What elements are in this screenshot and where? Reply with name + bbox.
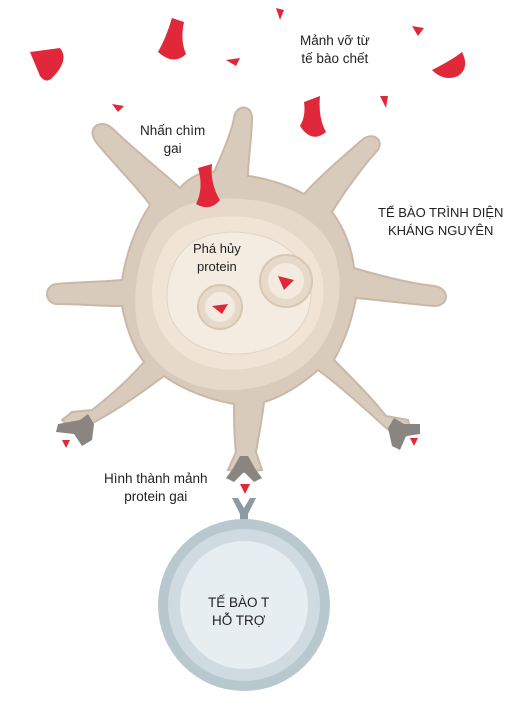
spike-fragment-9 <box>112 104 124 112</box>
t-cell-inner <box>180 541 308 669</box>
label-engulf-spikes: Nhấn chìm gai <box>140 123 206 156</box>
presented-fragment-bottom <box>240 484 250 494</box>
mhc-receptors <box>56 414 420 494</box>
spike-fragment-2 <box>158 18 186 60</box>
spike-fragment-7 <box>300 96 326 137</box>
spike-fragment-3 <box>226 58 240 66</box>
spike-in-vesicle-1 <box>278 276 294 290</box>
spike-fragment-6 <box>432 52 466 78</box>
label-destroy-protein: Phá hủy protein <box>193 241 241 274</box>
t-cell-receptor <box>232 498 256 530</box>
presented-fragment-right <box>410 438 418 446</box>
helper-t-cell <box>158 498 330 691</box>
spike-fragment-8 <box>380 96 388 108</box>
presented-fragment-left <box>62 440 70 448</box>
engulfed-spike <box>196 164 220 208</box>
spike-in-vesicle-2 <box>212 304 228 314</box>
spike-fragment-4 <box>276 8 284 20</box>
label-helper-t-cell: TẾ BÀO T HỖ TRỢ <box>208 595 270 628</box>
antigen-presenting-cell <box>46 106 447 474</box>
spike-fragment-1 <box>30 48 64 81</box>
label-dead-cell-fragments: Mảnh vỡ từ tế bào chết <box>300 33 370 66</box>
spike-fragment-5 <box>412 26 424 36</box>
receptor-bottom <box>226 456 262 482</box>
label-form-spike-fragments: Hình thành mảnh protein gai <box>104 471 208 504</box>
spike-protein-fragments <box>30 8 466 137</box>
label-antigen-presenting-cell: TẾ BÀO TRÌNH DIỆN KHÁNG NGUYÊN <box>378 205 504 238</box>
receptor-left <box>56 414 94 446</box>
receptor-right <box>388 418 420 450</box>
